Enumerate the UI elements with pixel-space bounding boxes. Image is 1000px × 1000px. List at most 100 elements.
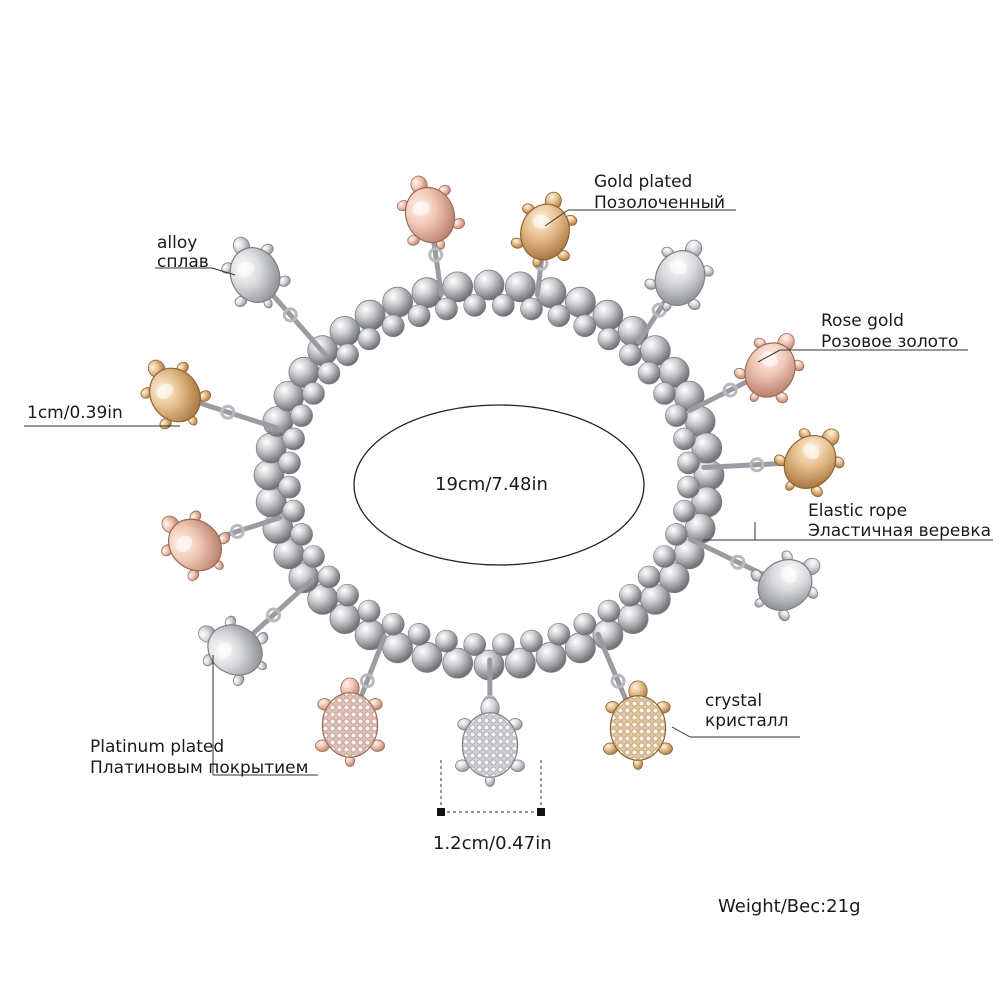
rose-leader-tip [757, 349, 781, 363]
circumference-label: 19cm/7.48in [435, 474, 548, 495]
width-label: 1.2cm/0.47in [433, 833, 552, 854]
crystal-label-ru: кристалл [705, 711, 789, 731]
bead [547, 304, 571, 328]
turtle-charm [750, 550, 821, 622]
jump-ring [229, 523, 245, 539]
platinum-label-en: Platinum plated [90, 737, 225, 757]
bead [336, 343, 359, 367]
bead [653, 382, 676, 405]
bead [617, 603, 649, 634]
width-marker-left [437, 808, 445, 816]
bead [290, 523, 313, 546]
alloy-leader-tip [211, 267, 236, 276]
bead [565, 286, 596, 318]
bead [665, 523, 688, 546]
bead [653, 545, 676, 568]
bead [491, 633, 515, 656]
bead [381, 314, 405, 338]
bead [597, 599, 621, 623]
circumference-ellipse [353, 404, 645, 566]
turtle-charm [396, 175, 466, 250]
bead [278, 451, 301, 475]
bead [504, 647, 536, 679]
gold-label-en: Gold plated [594, 172, 693, 192]
crystal-turtle-charm [455, 697, 525, 787]
jump-ring [610, 673, 626, 689]
bead [357, 327, 381, 351]
jump-ring [722, 382, 738, 398]
bead [302, 382, 325, 405]
bead [317, 361, 341, 385]
crystal-leader-tip [671, 726, 691, 738]
elastic-label-en: Elastic rope [808, 501, 908, 521]
bead [407, 304, 431, 328]
rose-label-ru: Розовое золото [821, 332, 959, 352]
bead [463, 633, 487, 656]
bead [673, 427, 696, 451]
jump-ring [730, 554, 746, 570]
bead [673, 499, 696, 523]
bead [278, 475, 301, 499]
crystal-label-en: crystal [705, 691, 763, 711]
bead [565, 632, 596, 664]
bead [520, 297, 543, 321]
bead [619, 343, 642, 367]
platinum-label-ru: Платиновым покрытием [90, 758, 309, 778]
bead [382, 286, 414, 318]
alloy-label-ru: сплав [157, 252, 209, 272]
bead [357, 599, 381, 623]
bead [354, 299, 386, 331]
bead [435, 297, 458, 321]
bead [282, 499, 305, 523]
bead [381, 612, 405, 636]
bead [442, 647, 474, 679]
elastic-label-ru: Эластичная веревка [808, 521, 992, 541]
crystal-turtle-charm [603, 680, 673, 770]
turtle-charms [140, 175, 845, 787]
jump-ring [266, 607, 281, 623]
turtle-charm [644, 239, 714, 312]
bead [691, 432, 723, 464]
bead [382, 632, 414, 664]
width-marker-right [537, 808, 545, 816]
bead [407, 622, 431, 646]
bead [504, 271, 536, 303]
bead [677, 475, 700, 499]
bead [336, 583, 359, 607]
turtle-charm [198, 615, 269, 686]
gold-leader-tip [544, 209, 569, 227]
bead [329, 315, 361, 347]
turtle-charm [774, 428, 845, 498]
bead [637, 361, 661, 385]
bead [665, 404, 688, 427]
bead [573, 314, 597, 338]
bead-strand [253, 269, 725, 681]
bead [597, 327, 621, 351]
bead [573, 612, 597, 636]
bead [619, 583, 642, 607]
bead [282, 427, 305, 451]
bead [463, 294, 487, 317]
bead [637, 565, 661, 589]
turtle-charm [221, 236, 291, 309]
bead [317, 565, 341, 589]
charm-size-label: 1cm/0.39in [27, 403, 123, 423]
leader-lines [24, 209, 993, 813]
bead [520, 629, 543, 653]
rose-label-en: Rose gold [821, 311, 904, 331]
jump-ring [749, 457, 765, 473]
bead [677, 451, 700, 475]
bead [290, 404, 313, 427]
turtle-charm [161, 510, 231, 581]
jump-ring [282, 307, 298, 323]
bead [592, 299, 624, 331]
turtle-charm [734, 333, 805, 404]
bead [435, 629, 458, 653]
bead [547, 622, 571, 646]
weight-label: Weight/Bec:21g [718, 896, 861, 917]
jump-ring [428, 247, 444, 263]
alloy-label-en: alloy [157, 233, 198, 253]
jump-ring [220, 404, 236, 420]
